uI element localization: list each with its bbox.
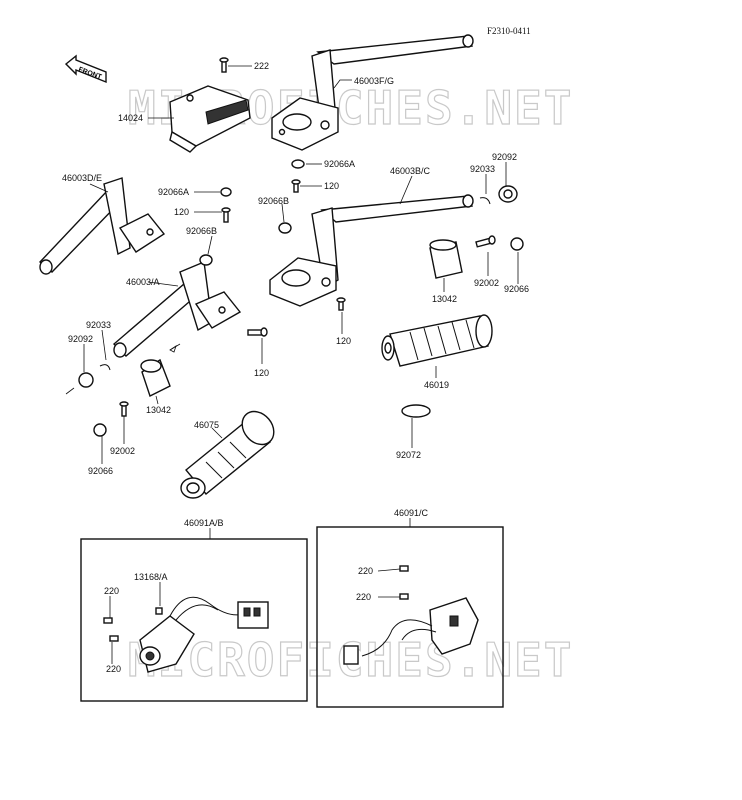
label-220-a: 220 [104, 586, 119, 596]
cap-92066b-left [199, 254, 213, 266]
screw-220-a [103, 617, 113, 624]
label-46003fg: 46003F/G [354, 76, 394, 86]
label-46019: 46019 [424, 380, 449, 390]
band-92072 [401, 404, 431, 418]
screw-220-c [399, 565, 409, 572]
label-92072: 92072 [396, 450, 421, 460]
label-92066b-left: 92066B [186, 226, 217, 236]
label-92002-left: 92002 [110, 446, 135, 456]
handlebar-46003fg [271, 34, 474, 151]
sleeve-13042-left [140, 358, 171, 397]
bolt-120-top [291, 179, 301, 193]
label-92066b-mid: 92066B [258, 196, 289, 206]
bolt-120-mid [336, 297, 346, 311]
cap-92066b-mid [278, 222, 292, 234]
leader-lines [83, 65, 519, 664]
label-46003a: 46003/A [126, 277, 160, 287]
handlebar-46003bc [269, 194, 474, 307]
label-120-top: 120 [324, 181, 339, 191]
handlebar-46003de [38, 177, 166, 275]
label-120-low: 120 [254, 368, 269, 378]
cap-92066-left [93, 423, 107, 437]
label-14024: 14024 [118, 113, 143, 123]
clip-92033-left [99, 364, 111, 371]
diagram-code: F2310-0411 [487, 26, 531, 36]
bolt-222 [219, 57, 229, 73]
label-46003de: 46003D/E [62, 173, 102, 183]
label-46091c: 46091/C [394, 508, 429, 518]
label-13042-left: 13042 [146, 405, 171, 415]
sleeve-13042-right [429, 239, 463, 279]
screw-220-b [109, 635, 119, 642]
label-92033-right: 92033 [470, 164, 495, 174]
label-222: 222 [254, 61, 269, 71]
label-92002-right: 92002 [474, 278, 499, 288]
screw-220-d [399, 593, 409, 600]
label-220-d: 220 [356, 592, 371, 602]
grip-46019 [381, 314, 493, 367]
cap-92066a-left [220, 187, 232, 197]
bolt-120-low [247, 327, 268, 337]
label-92066-right: 92066 [504, 284, 529, 294]
label-92066a-top: 92066A [324, 159, 355, 169]
label-46091ab: 46091A/B [184, 518, 224, 528]
label-13168a: 13168/A [134, 572, 168, 582]
label-92066-left: 92066 [88, 466, 113, 476]
label-92092-left: 92092 [68, 334, 93, 344]
grip-46075 [180, 410, 275, 499]
switch-right [343, 597, 479, 665]
label-120-mid: 120 [336, 336, 351, 346]
label-92033-left: 92033 [86, 320, 111, 330]
nut-92092-right [498, 185, 518, 203]
bracket-14024 [169, 85, 251, 153]
switch-left [139, 596, 269, 673]
nut-92092-left [78, 372, 94, 388]
label-220-c: 220 [358, 566, 373, 576]
clip-92033-right [479, 197, 491, 205]
bolt-92002-left [119, 401, 129, 417]
bolt-120-left [221, 207, 231, 223]
label-220-b: 220 [106, 664, 121, 674]
label-13042-right: 13042 [432, 294, 457, 304]
front-arrow-icon: FRONT [64, 54, 107, 84]
label-120-left: 120 [174, 207, 189, 217]
cap-92066a-top [291, 159, 305, 169]
box-46091ab [80, 538, 308, 702]
bolt-92002-right [475, 235, 496, 248]
label-92092-right: 92092 [492, 152, 517, 162]
label-46003bc: 46003B/C [390, 166, 431, 176]
label-46075: 46075 [194, 420, 219, 430]
label-92066a-left: 92066A [158, 187, 189, 197]
handlebar-46003a [112, 261, 242, 358]
cap-92066-right [510, 237, 524, 251]
